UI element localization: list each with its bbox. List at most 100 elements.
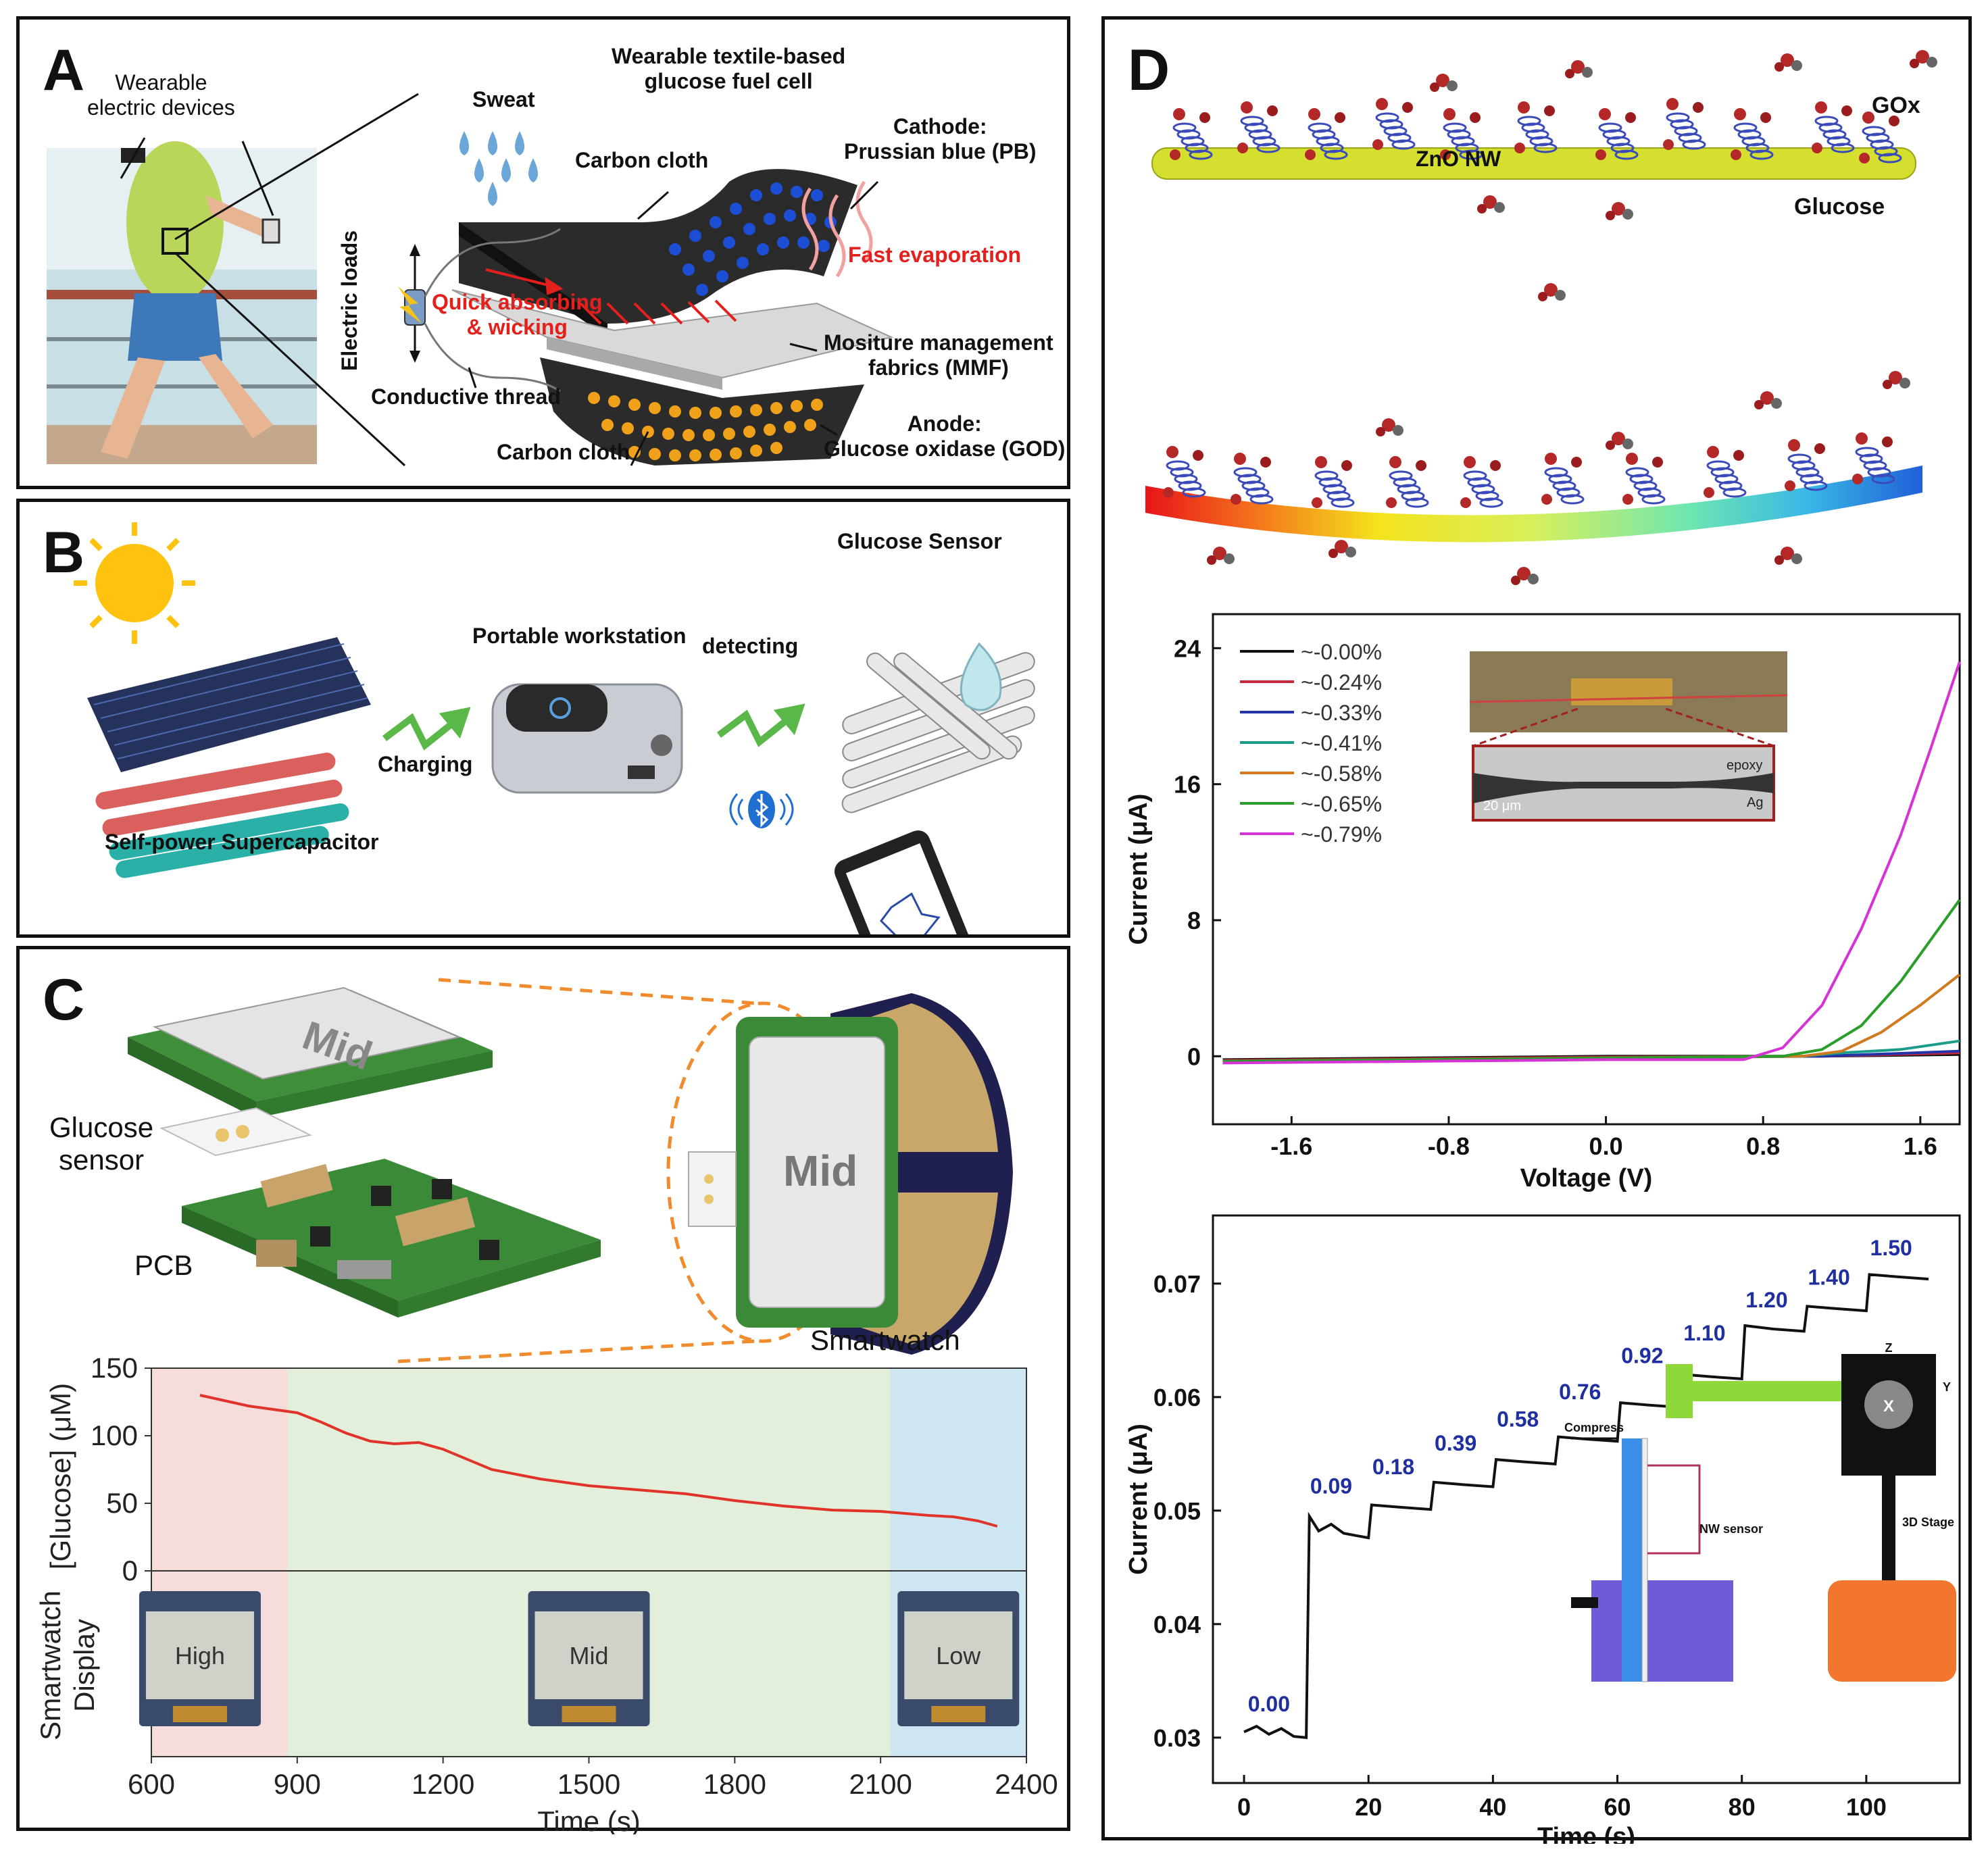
enzyme-helix xyxy=(1633,480,1658,491)
portable-workstation-icon xyxy=(491,683,683,794)
glucose-molecule xyxy=(1852,474,1863,484)
enzyme-helix xyxy=(1256,143,1281,153)
enzyme-helix xyxy=(1447,129,1471,140)
glucose-molecule xyxy=(1308,108,1320,120)
step-label: 1.10 xyxy=(1683,1321,1725,1345)
y-tick-label: 0 xyxy=(122,1555,138,1586)
glucose-molecule xyxy=(1335,540,1348,553)
panel-d-label: D xyxy=(1128,38,1170,103)
enzyme-helix xyxy=(1831,143,1855,153)
enzyme-helix xyxy=(1451,136,1475,147)
legend-label: ~-0.65% xyxy=(1301,792,1382,816)
x-tick-label: 900 xyxy=(274,1768,321,1800)
enzyme-helix xyxy=(1529,136,1554,147)
enzyme-helix xyxy=(1706,460,1731,471)
x-tick-label: 20 xyxy=(1355,1793,1382,1821)
glucose-molecule xyxy=(1213,547,1226,560)
glucose-molecule xyxy=(1791,60,1802,71)
base-block xyxy=(1591,1580,1733,1682)
enzyme-helix xyxy=(1308,122,1332,133)
carbon-cloth-top-label: Carbon cloth xyxy=(575,148,709,172)
glucose-molecule xyxy=(1416,460,1426,471)
glucose-oxidase-dots xyxy=(588,392,823,461)
glucose-molecule xyxy=(1731,149,1741,160)
glucose-molecule xyxy=(1207,555,1216,565)
enzyme-helix xyxy=(1799,474,1824,484)
glucose-molecule xyxy=(1666,98,1679,110)
x-tick-label: 2400 xyxy=(995,1768,1058,1800)
enzyme-helix xyxy=(1241,480,1266,491)
x-tick-label: 60 xyxy=(1604,1793,1631,1821)
glucose-molecule xyxy=(1791,553,1802,564)
legend-label: ~-0.79% xyxy=(1301,822,1382,847)
step-label: 0.92 xyxy=(1621,1343,1663,1367)
x-tick-label: -0.8 xyxy=(1428,1132,1470,1160)
inset-chip xyxy=(1571,678,1672,705)
pcb-illustration xyxy=(182,1159,601,1317)
fuel-cell-title: Wearable textile-based glucose fuel cell xyxy=(612,44,846,93)
glucose-molecule xyxy=(1305,149,1316,160)
pcb-label: PCB xyxy=(134,1249,193,1281)
sweat-drops xyxy=(459,131,538,206)
enzyme xyxy=(1460,456,1504,508)
enzyme xyxy=(1170,108,1213,160)
carbon-cloth-bottom-layer xyxy=(540,357,864,466)
legend-label: ~-0.00% xyxy=(1301,640,1382,664)
glucose-molecule xyxy=(1760,391,1774,405)
glucose-molecule xyxy=(1652,457,1663,468)
glucose-molecule xyxy=(1382,418,1395,432)
quick-absorbing-label: Quick absorbing & wicking xyxy=(432,290,603,339)
enzyme-helix xyxy=(1544,467,1568,478)
smartwatch-display: High xyxy=(139,1591,261,1726)
y-tick-label: 0.06 xyxy=(1153,1384,1201,1411)
smartwatch-display: Low xyxy=(897,1591,1020,1726)
enzyme xyxy=(1386,456,1429,508)
glucose-molecule xyxy=(1626,453,1638,465)
enzyme-helix xyxy=(1170,467,1194,478)
y-tick-label: 0 xyxy=(1187,1043,1201,1070)
legend-label: ~-0.41% xyxy=(1301,731,1382,755)
enzyme-helix xyxy=(1387,132,1412,143)
glucose-sensor-strip xyxy=(159,1107,312,1157)
enzyme-helix xyxy=(1397,484,1421,495)
enzyme-helix xyxy=(1670,119,1694,130)
enzyme-helix xyxy=(1316,136,1340,147)
zoom-line xyxy=(1472,707,1579,747)
portable-workstation-label: Portable workstation xyxy=(472,624,687,648)
enzyme xyxy=(1372,98,1416,150)
enzyme-helix xyxy=(1749,149,1774,160)
bluetooth-icon xyxy=(729,790,794,828)
enzyme-helix xyxy=(1174,474,1198,484)
glucose-molecule xyxy=(1514,143,1525,153)
y-axis-title: Current (μA) xyxy=(1124,1424,1153,1575)
glucose-series-line xyxy=(199,1394,998,1528)
glucose-molecule xyxy=(1612,432,1625,445)
electric-load xyxy=(398,228,561,393)
step-label: 0.58 xyxy=(1497,1407,1539,1431)
x-tick-label: 2100 xyxy=(849,1768,912,1800)
glucose-molecule xyxy=(1771,398,1782,409)
glucose-molecule xyxy=(1571,457,1582,468)
enzyme-helix xyxy=(1176,129,1201,140)
glucose-molecule xyxy=(1163,487,1174,498)
enzyme-helix xyxy=(1314,470,1339,481)
glucose-molecule xyxy=(1883,380,1892,389)
enzyme-helix xyxy=(1745,143,1770,153)
step-label: 1.40 xyxy=(1808,1265,1849,1289)
glucose-molecule xyxy=(1517,567,1531,580)
sweat-drop-icon xyxy=(960,642,1002,711)
panel-c-illustration: Mid Mid xyxy=(128,978,1013,1363)
enzyme-helix xyxy=(1674,126,1698,136)
enzyme-helix xyxy=(1678,132,1702,143)
enzyme xyxy=(1312,456,1355,508)
glucose-molecule xyxy=(1477,204,1487,214)
glucose-molecule xyxy=(1518,101,1530,114)
x-tick-label: 0.8 xyxy=(1746,1132,1780,1160)
glucose-molecule xyxy=(1841,105,1852,116)
glucose-molecule xyxy=(1376,98,1388,110)
y-tick-label: 50 xyxy=(106,1487,138,1519)
enzyme-helix xyxy=(1859,453,1883,464)
enzyme-helix xyxy=(1614,149,1639,160)
display-screen xyxy=(145,1611,254,1699)
